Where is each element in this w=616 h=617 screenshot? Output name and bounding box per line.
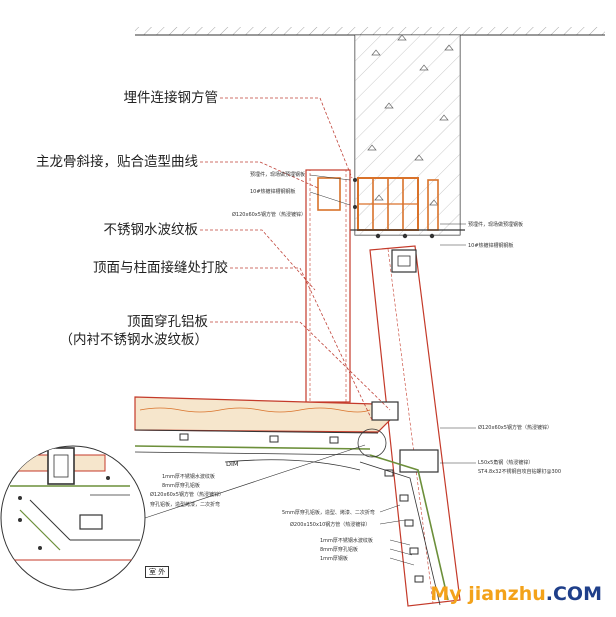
column-panel-edge (359, 454, 449, 606)
watermark: My jianzhu.COM (430, 583, 602, 605)
embedded-steel-frame (317, 177, 465, 239)
label-steel-3: 1mm厚钢板 (320, 555, 348, 562)
dim-curve: DIM (224, 459, 361, 471)
dim-label: DIM (226, 460, 239, 468)
label-bolt-top: 10#热镀锌槽钢钢板 (250, 188, 296, 195)
callout-sealant-joint: 顶面与柱面接缝处打胶 (93, 260, 228, 276)
label-tube-right: Ø120x60x5钢方管（热浸镀锌） (478, 424, 552, 431)
column-cladding-vertical (305, 169, 351, 403)
concrete-column (354, 34, 461, 236)
label-tube-diag: Ø200x150x10钢方管（热浸镀锌） (290, 521, 370, 528)
ceiling-panel (134, 396, 439, 583)
label-left-3: Ø120x60x5钢方管（热浸镀锌） (150, 491, 224, 498)
watermark-brand: My jianzhu (430, 583, 546, 605)
label-steel-1: 1mm厚不锈钢水波纹板 (320, 537, 373, 544)
callout-main-keel: 主龙骨斜接，贴合造型曲线 (36, 154, 198, 170)
label-embed-right: 预埋件，现场做预埋钢板 (468, 221, 523, 228)
label-left-2: 8mm厚穿孔铝板 (162, 482, 200, 489)
label-panel-1: 5mm厚穿孔铝板，造型、烤漆、二次折弯 (282, 509, 375, 516)
label-tube-left: Ø120x60x5钢方管（热浸镀锌） (232, 211, 306, 218)
leader-lines (200, 97, 391, 421)
label-embed-top: 预埋件，现场做预埋钢板 (250, 171, 305, 178)
label-bolt-spec: ST4.8x32不锈钢自攻自钻螺钉@300 (478, 468, 561, 475)
label-angle: L50x5角钢（热浸镀锌） (478, 459, 533, 466)
label-steel-2: 8mm厚穿孔铝板 (320, 546, 358, 553)
room-label-outdoor: 室 外 (145, 566, 170, 578)
small-annotations: 预埋件，现场做预埋钢板 10#热镀锌槽钢钢板 Ø120x60x5钢方管（热浸镀锌… (150, 171, 561, 562)
watermark-domain: .COM (545, 583, 602, 605)
label-bolt-right: 10#热镀锌槽钢钢板 (468, 242, 514, 249)
label-left-1: 1mm厚不锈钢水波纹板 (162, 473, 215, 480)
callout-perforated-panel: 顶面穿孔铝板 （内衬不锈钢水波纹板） (59, 314, 209, 348)
callout-embedded-tube: 埋件连接钢方管 (123, 90, 219, 106)
label-left-4: 穿孔铝板，造型烤漆，二次折弯 (150, 501, 220, 508)
annotation-leaders (309, 174, 476, 566)
ground-line (135, 27, 605, 36)
callout-stainless-panel: 不锈钢水波纹板 (103, 222, 199, 238)
